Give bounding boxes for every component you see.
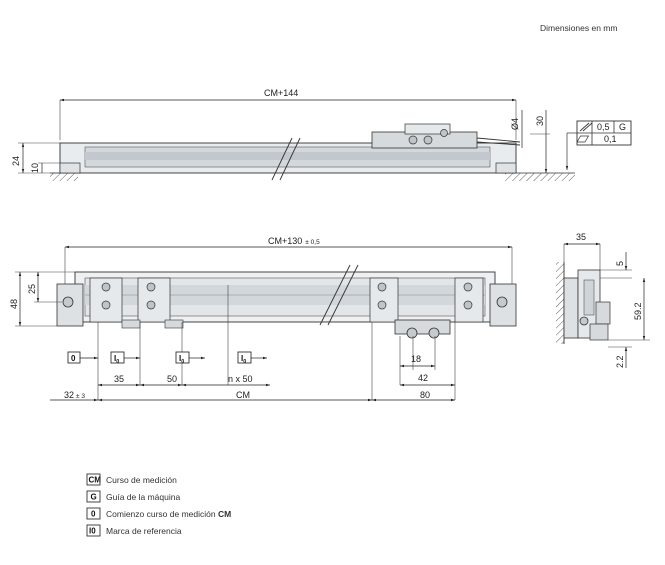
ground-hatch-right — [505, 173, 575, 181]
legend-item: I0 Marca de referencia — [86, 524, 182, 537]
tolerance-frame: 0,5 G 0,1 — [565, 120, 632, 170]
symbol-i0-box — [175, 351, 190, 364]
svg-text:I0: I0 — [89, 527, 96, 536]
legend-item: 0 Comienzo curso de medición CM — [86, 507, 231, 520]
side-view: 35 5 59.2 2.2 — [556, 232, 650, 368]
top-view: CM+144 24 10 Ø4 30 0,5 G 0,1 — [11, 88, 632, 181]
svg-text:G: G — [91, 493, 97, 502]
dim-18: 18 — [411, 354, 421, 364]
dim-cm: CM — [236, 390, 250, 400]
dim-side-35: 35 — [576, 232, 586, 242]
svg-text:32± 3: 32± 3 — [64, 390, 85, 400]
cable — [476, 137, 521, 143]
legend-item: G Guía de la máquina — [86, 490, 180, 503]
dim-80: 80 — [420, 390, 430, 400]
legend-item: CM Curso de medición — [86, 473, 177, 486]
front-view: CM+130± 0,5 48 25 0 I0 I0 I0 18 35 50 n … — [9, 236, 517, 402]
dim-side-59-2: 59.2 — [633, 302, 643, 320]
dim-cm-plus-130: CM+130 — [268, 236, 302, 246]
reading-head-top — [371, 123, 521, 149]
svg-text:0: 0 — [91, 510, 96, 519]
svg-text:I0: I0 — [179, 354, 184, 365]
svg-text:G: G — [619, 122, 626, 132]
dim-cm-plus-144: CM+144 — [264, 88, 298, 98]
svg-text:I0: I0 — [241, 354, 246, 365]
ground-hatch-left — [50, 173, 78, 181]
reading-head-front — [394, 319, 451, 335]
dim-32: 32 — [64, 390, 74, 400]
svg-text:0,1: 0,1 — [604, 134, 617, 144]
dim-10: 10 — [30, 163, 40, 173]
dim-side-5: 5 — [615, 261, 625, 266]
dim-24: 24 — [11, 156, 21, 166]
flatness-icon — [576, 135, 590, 143]
legend: CM Curso de medición G Guía de la máquin… — [86, 473, 231, 537]
units-note: Dimensiones en mm — [540, 23, 617, 33]
svg-text:CM: CM — [89, 476, 102, 485]
svg-text:Guía de la máquina: Guía de la máquina — [106, 492, 180, 502]
svg-text:I0: I0 — [114, 354, 119, 365]
svg-text:0,5: 0,5 — [597, 122, 610, 132]
dim-side-2-2: 2.2 — [615, 355, 625, 368]
dim-n-x-50: n x 50 — [228, 374, 253, 384]
svg-text:Curso de medición: Curso de medición — [106, 475, 177, 485]
dim-diam-4: Ø4 — [510, 118, 520, 130]
symbol-zero-box — [67, 351, 81, 364]
dim-30: 30 — [535, 116, 545, 126]
dim-42: 42 — [418, 373, 428, 383]
wall-hatch — [556, 262, 564, 344]
dim-35: 35 — [114, 374, 124, 384]
svg-text:Marca de referencia: Marca de referencia — [106, 526, 182, 536]
symbol-i0-box — [110, 351, 125, 364]
symbol-i0-box — [237, 351, 252, 364]
svg-text:Comienzo curso de medición CM: Comienzo curso de medición CM — [106, 509, 231, 519]
dim-25: 25 — [27, 284, 37, 294]
svg-text:CM+130± 0,5: CM+130± 0,5 — [268, 236, 320, 246]
end-block-left — [56, 283, 84, 327]
dim-50: 50 — [167, 374, 177, 384]
parallelism-icon — [579, 122, 590, 132]
dim-48: 48 — [9, 299, 19, 309]
svg-text:0: 0 — [71, 354, 76, 363]
